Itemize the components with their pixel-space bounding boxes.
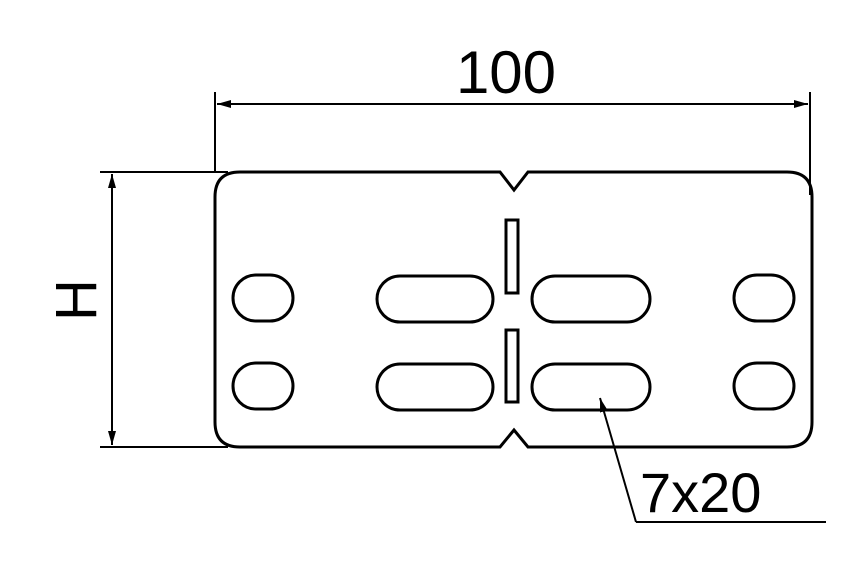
slot-callout: 7x20 xyxy=(599,397,826,524)
width-dimension-label: 100 xyxy=(456,39,556,106)
height-dimension-label: H xyxy=(44,279,109,321)
vertical-slot xyxy=(504,328,520,404)
long-slot xyxy=(530,362,652,412)
short-slot xyxy=(732,361,796,411)
plate-outline xyxy=(213,170,814,449)
height-dimension: H xyxy=(44,171,228,448)
long-slot xyxy=(375,274,495,324)
slot-size-label: 7x20 xyxy=(640,461,761,524)
width-dimension: 100 xyxy=(214,39,811,195)
short-slot xyxy=(231,273,295,323)
slots xyxy=(231,218,796,412)
short-slot xyxy=(732,273,796,323)
vertical-slot xyxy=(504,218,520,295)
short-slot xyxy=(231,361,295,411)
long-slot xyxy=(530,274,652,324)
leader-line xyxy=(599,397,637,523)
long-slot xyxy=(375,362,495,412)
